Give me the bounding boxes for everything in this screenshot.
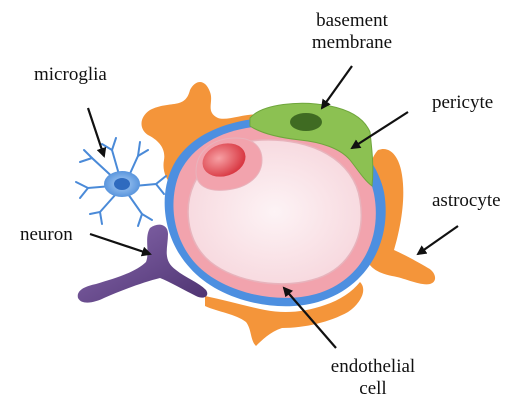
label-basement-membrane: basement membrane: [298, 10, 406, 54]
label-endothelial-line2: cell: [318, 378, 428, 400]
label-basement-line1: basement: [298, 10, 406, 32]
arrow-astrocyte: [418, 226, 458, 254]
label-endothelial-line1: endothelial: [318, 356, 428, 378]
label-astrocyte: astrocyte: [432, 190, 501, 212]
arrow-microglia: [88, 108, 104, 156]
label-endothelial-cell: endothelial cell: [318, 356, 428, 400]
arrow-basement-membrane: [322, 66, 352, 108]
pericyte-nucleus: [290, 113, 322, 131]
label-neuron: neuron: [20, 224, 73, 246]
label-microglia: microglia: [34, 64, 107, 86]
microglia-nucleus: [114, 178, 130, 190]
label-basement-line2: membrane: [298, 32, 406, 54]
label-pericyte: pericyte: [432, 92, 493, 114]
arrow-neuron: [90, 234, 150, 254]
